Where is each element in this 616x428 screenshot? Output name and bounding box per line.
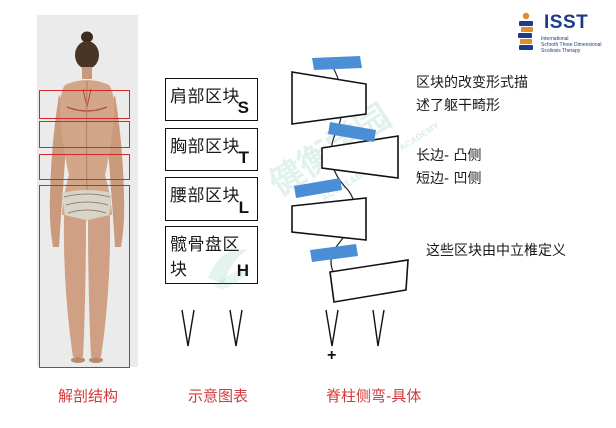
scoliosis-right-leg-marker-icon [373, 310, 384, 346]
neutral-vertebra [312, 56, 362, 70]
note-line: 述了躯干畸形 [416, 95, 528, 118]
thoracic-block: 胸部区块 T [165, 128, 258, 171]
neutral-vertebra [294, 178, 342, 198]
thoracic-region-box [39, 121, 130, 148]
right-leg-marker-icon [230, 310, 242, 346]
block-abbreviation: T [239, 148, 249, 168]
scoliosis-caption: 脊柱侧弯-具体 [326, 385, 421, 406]
note-line: 区块的改变形式描 [416, 72, 528, 95]
left-leg-marker-icon [182, 310, 194, 346]
lumbar-block: 腰部区块 L [165, 177, 258, 221]
shoulder-block: 肩部区块 S [165, 78, 258, 121]
long-side-note: 长边- 凸侧 [416, 145, 482, 168]
block-abbreviation: L [239, 198, 249, 218]
block-abbreviation: S [238, 98, 249, 118]
scoliosis-left-leg-marker-icon [326, 310, 338, 346]
deformity-description: 区块的改变形式描 述了躯干畸形 [416, 72, 528, 118]
anatomy-caption: 解剖结构 [58, 385, 118, 406]
lumbar-region-box [39, 154, 130, 180]
watermark-logo-icon [200, 238, 256, 298]
side-definitions: 长边- 凸侧 短边- 凹侧 [416, 145, 482, 191]
scoliosis-diagram [280, 50, 420, 320]
scoliosis-thoracic-block [322, 136, 398, 178]
shoulder-region-box [39, 90, 130, 119]
scoliosis-pelvic-block [330, 260, 408, 302]
isst-logo [512, 12, 540, 52]
scoliosis-shoulder-block [292, 72, 366, 124]
short-side-note: 短边- 凹侧 [416, 168, 482, 191]
scoliosis-lumbar-block [292, 198, 366, 240]
isst-logo-figure-icon [512, 12, 540, 52]
pelvic-region-box [39, 185, 130, 368]
logo-subtitle-line: Scoliosis Therapy [541, 48, 613, 54]
block-label: 胸部区块 [170, 132, 240, 157]
anatomy-photo [37, 15, 138, 367]
neutral-vertebra-note: 这些区块由中立椎定义 [426, 240, 566, 263]
logo-subtitle: International Schroth Three Dimensional … [541, 36, 613, 54]
leg-markers [170, 308, 400, 350]
neutral-vertebra [310, 244, 358, 262]
schematic-caption: 示意图表 [188, 385, 248, 406]
block-label: 肩部区块 [170, 82, 240, 107]
neutral-vertebra [328, 122, 376, 142]
plus-sign: + [327, 347, 336, 365]
logo-title: ISST [544, 12, 588, 34]
block-label: 腰部区块 [170, 181, 240, 206]
